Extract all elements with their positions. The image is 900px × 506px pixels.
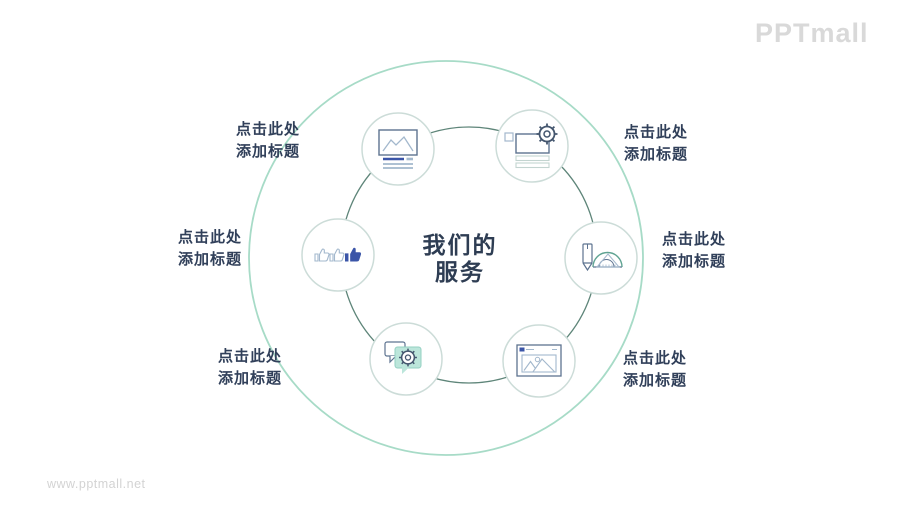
placeholder-left[interactable]: 点击此处 添加标题	[155, 227, 265, 270]
placeholder-top-right[interactable]: 点击此处 添加标题	[601, 122, 711, 165]
gear-icon	[535, 122, 559, 146]
placeholder-line: 添加标题	[217, 369, 282, 387]
placeholder-line: 添加标题	[623, 145, 688, 163]
placeholder-line: 添加标题	[177, 250, 242, 268]
outer-circle	[248, 60, 644, 456]
placeholder-bottom-right[interactable]: 点击此处 添加标题	[600, 348, 710, 391]
placeholder-bottom-left[interactable]: 点击此处 添加标题	[195, 346, 305, 389]
icon-circle-left[interactable]	[301, 218, 375, 292]
placeholder-line: 点击此处	[623, 124, 688, 141]
thumbs-up-icon[interactable]	[314, 247, 362, 262]
picture-frame-icon[interactable]	[516, 344, 562, 377]
placeholder-line: 添加标题	[661, 252, 726, 270]
placeholder-line: 点击此处	[177, 229, 242, 246]
drafting-tools-icon[interactable]	[582, 243, 623, 272]
watermark-url: www.pptmall.net	[47, 477, 146, 491]
placeholder-line: 点击此处	[217, 348, 282, 365]
placeholder-line: 点击此处	[235, 121, 300, 138]
chat-settings-icon[interactable]	[384, 341, 422, 374]
placeholder-line: 添加标题	[235, 142, 300, 160]
placeholder-line: 添加标题	[622, 371, 687, 389]
placeholder-right[interactable]: 点击此处 添加标题	[639, 229, 749, 272]
icon-circle-right[interactable]	[564, 221, 638, 295]
center-title[interactable]: 我们的 服务	[423, 232, 498, 286]
image-text-icon[interactable]	[378, 129, 418, 169]
window-settings-icon[interactable]	[504, 122, 559, 169]
icon-circle-top-left[interactable]	[361, 112, 435, 186]
center-title-line1: 我们的	[422, 232, 498, 258]
placeholder-line: 点击此处	[622, 350, 687, 367]
center-title-line2: 服务	[435, 259, 485, 285]
placeholder-line: 点击此处	[661, 231, 726, 248]
placeholder-top-left[interactable]: 点击此处 添加标题	[213, 119, 323, 162]
pptmall-logo: PPTmall	[755, 18, 869, 48]
gear-icon	[398, 347, 418, 368]
